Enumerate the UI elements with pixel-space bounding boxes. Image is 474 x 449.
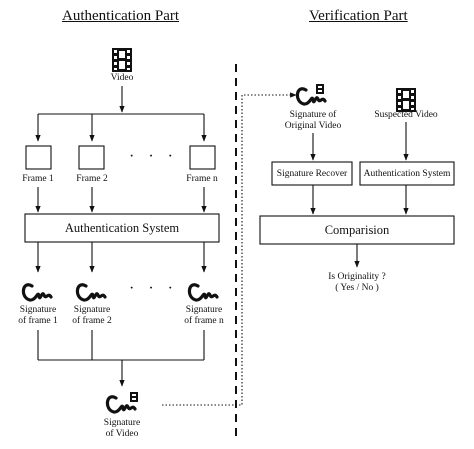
auth-system-label: Authentication System xyxy=(64,220,180,235)
signature-icon xyxy=(105,395,137,414)
comparison-label: Comparision xyxy=(324,222,390,237)
signature-icon xyxy=(75,283,107,302)
frame-2-label: Frame 2 xyxy=(76,174,108,184)
frames-ellipsis: · · · xyxy=(129,148,178,165)
authentication-title: Authentication Part xyxy=(62,8,180,24)
film-icon xyxy=(112,48,132,72)
signature-icon xyxy=(21,283,53,302)
suspected-video-label: Suspected Video xyxy=(374,110,438,120)
frame-n-box xyxy=(189,145,216,170)
signatures-ellipsis: · · · xyxy=(129,280,178,297)
dotted-transfer-line xyxy=(162,92,297,406)
verification-title: Verification Part xyxy=(309,8,408,24)
video-label: Video xyxy=(110,73,134,83)
frame-1-label: Frame 1 xyxy=(22,174,54,184)
film-badge-icon xyxy=(316,84,324,94)
signature-recover-box xyxy=(271,161,353,186)
originality-result-label: Is Originality ?( Yes / No ) xyxy=(328,272,386,293)
film-badge-icon xyxy=(130,392,138,402)
film-icon xyxy=(396,88,416,112)
signature-icon xyxy=(295,87,327,106)
signature-recover-label: Signature Recover xyxy=(276,168,348,179)
verify-system-label: Authentication System xyxy=(363,168,451,179)
auth-system-box xyxy=(24,213,220,243)
frame-2-box xyxy=(78,145,105,170)
signature-icon xyxy=(187,283,219,302)
verify-system-box xyxy=(359,161,455,186)
frame-n-label: Frame n xyxy=(186,174,218,184)
frame-1-box xyxy=(25,145,52,170)
